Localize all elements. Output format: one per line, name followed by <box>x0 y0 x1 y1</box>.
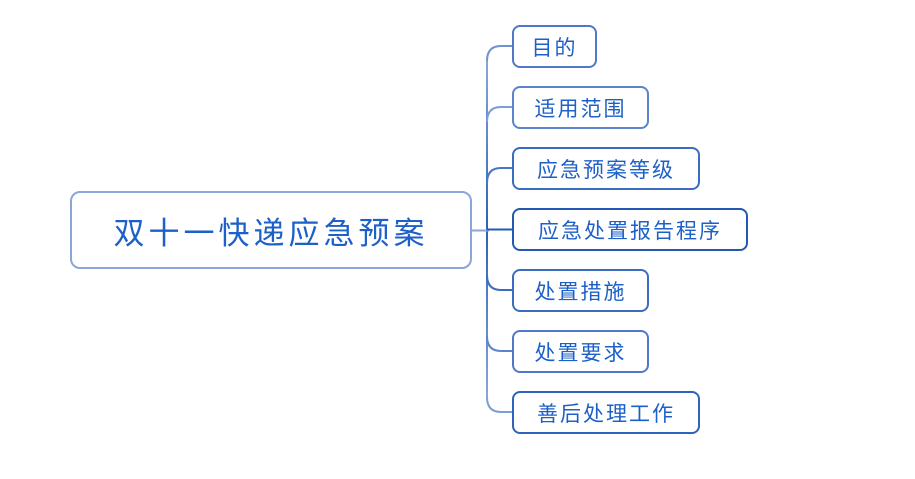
child-topic-node-report-procedure[interactable]: 应急处置报告程序 <box>512 208 748 251</box>
branch-connector-6 <box>486 335 512 352</box>
branch-connector-3 <box>486 167 512 184</box>
child-topic-node-purpose[interactable]: 目的 <box>512 25 597 68</box>
branch-connector-7 <box>486 396 512 413</box>
branch-connector-5 <box>486 274 512 291</box>
child-topic-label: 应急预案等级 <box>537 157 675 182</box>
child-topic-node-requirements[interactable]: 处置要求 <box>512 330 649 373</box>
child-topic-label: 处置措施 <box>534 279 627 304</box>
child-topic-node-scope[interactable]: 适用范围 <box>512 86 649 129</box>
child-topic-label: 应急处置报告程序 <box>538 218 722 243</box>
branch-connector-1 <box>486 45 512 62</box>
branch-connector-2 <box>486 106 512 123</box>
child-topic-label: 处置要求 <box>534 340 627 365</box>
child-topic-label: 目的 <box>531 35 578 60</box>
root-topic-node[interactable]: 双十一快递应急预案 <box>70 191 472 269</box>
child-topic-node-plan-levels[interactable]: 应急预案等级 <box>512 147 700 190</box>
child-topic-node-aftermath[interactable]: 善后处理工作 <box>512 391 700 434</box>
child-topic-node-measures[interactable]: 处置措施 <box>512 269 649 312</box>
root-topic-label: 双十一快递应急预案 <box>113 215 429 252</box>
child-topic-label: 善后处理工作 <box>537 401 675 426</box>
child-topic-label: 适用范围 <box>534 96 627 121</box>
